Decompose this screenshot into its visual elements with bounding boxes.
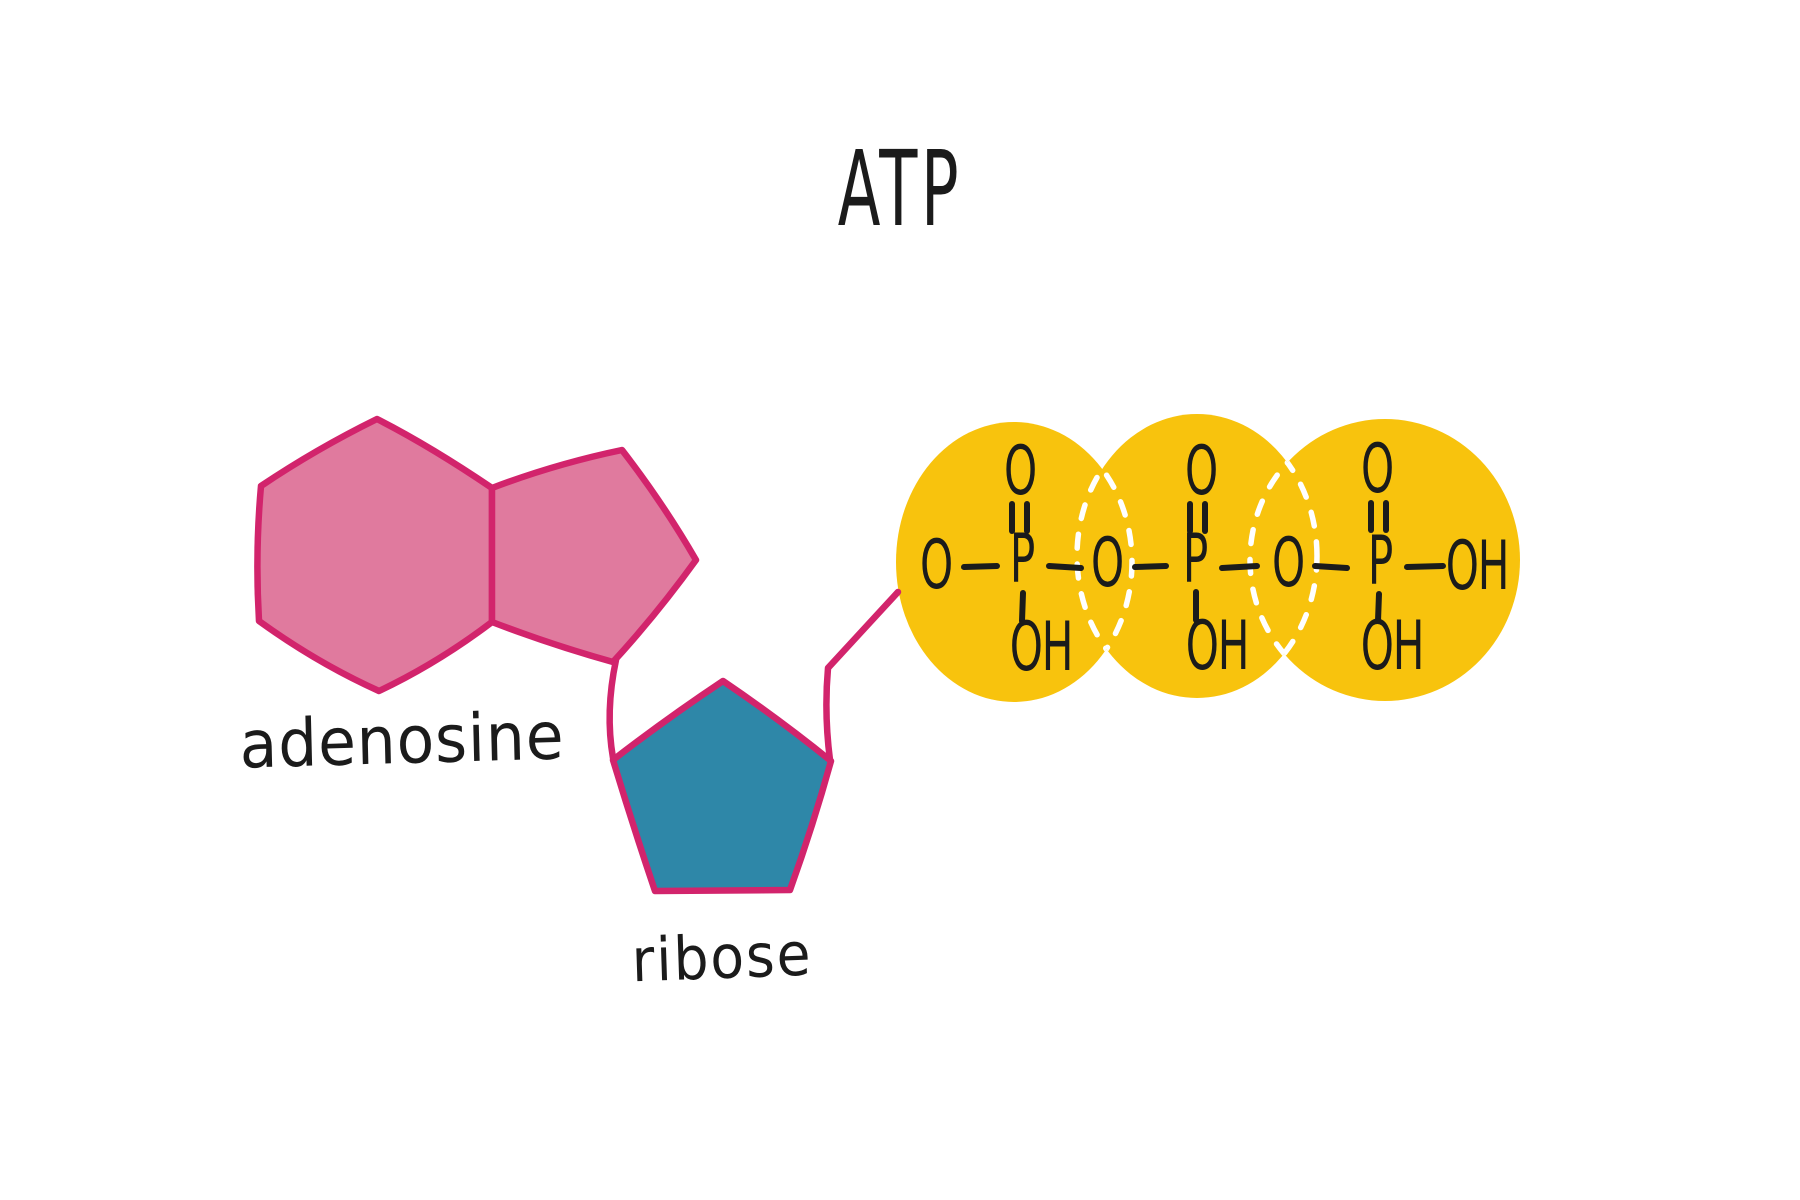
- ribose-label: ribose: [630, 919, 814, 997]
- single-bond: [1046, 563, 1084, 571]
- single-bond: [1219, 563, 1260, 571]
- atom-oh: OH: [1185, 607, 1250, 686]
- adenosine-hexagon: [254, 415, 496, 695]
- phosphate-overlap-dashed-arc: [1074, 419, 1320, 701]
- atom-p: P: [1009, 520, 1035, 599]
- single-bond: [1019, 590, 1026, 624]
- ribose-pentagon: [609, 677, 835, 895]
- atom-o: O: [1091, 524, 1124, 603]
- atom-oh: OH: [1009, 608, 1074, 687]
- diagram-title: ATP: [837, 128, 963, 250]
- phosphate-circle-1: [896, 422, 1132, 702]
- single-bond: [1375, 591, 1382, 624]
- phosphate-overlap-dashed-arc: [1247, 416, 1317, 698]
- atom-oh: OH: [1360, 607, 1425, 686]
- atom-o: O: [1185, 432, 1218, 511]
- atom-o: O: [1361, 430, 1394, 509]
- phosphate-circle-2: [1077, 414, 1317, 698]
- ribose-phosphate-bond-line: [823, 588, 902, 764]
- adenosine-pentagon: [488, 446, 700, 666]
- atom-o: O: [920, 526, 953, 605]
- single-bond: [1132, 563, 1169, 570]
- atom-p: P: [1367, 522, 1393, 601]
- phosphate-overlap-dashed-arc: [1077, 419, 1135, 698]
- atom-oh: OH: [1445, 527, 1510, 606]
- single-bond: [1312, 563, 1350, 571]
- atom-o: O: [1004, 432, 1037, 511]
- single-bond: [961, 563, 1000, 570]
- adenosine-ribose-bond-line: [606, 656, 620, 762]
- single-bond: [1404, 563, 1446, 570]
- atom-p: P: [1182, 520, 1208, 599]
- phosphate-circle-3: [1250, 419, 1520, 701]
- atom-o: O: [1272, 524, 1305, 603]
- adenosine-label: adenosine: [238, 697, 566, 784]
